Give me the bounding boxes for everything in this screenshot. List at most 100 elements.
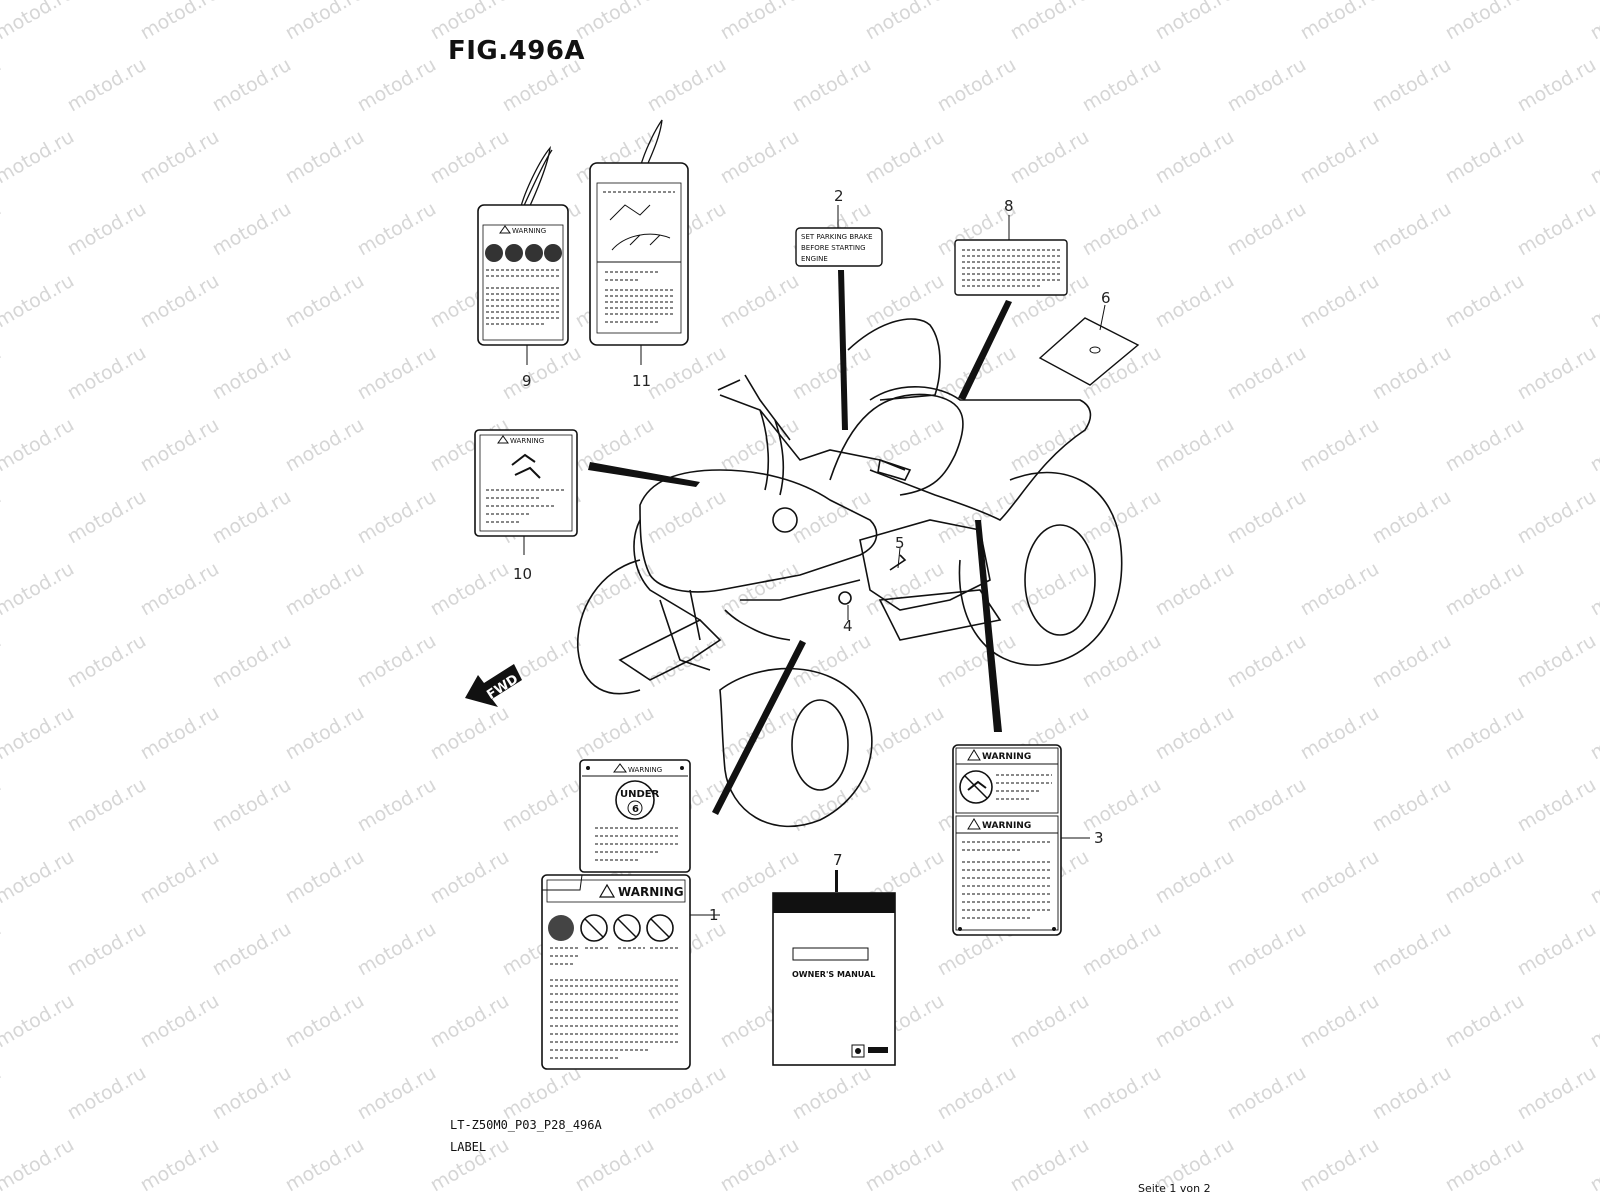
watermark-text: motod.ru [209,198,295,261]
watermark-text: motod.ru [1587,126,1600,189]
watermark-text: motod.ru [0,54,5,117]
watermark-text: motod.ru [1152,702,1238,765]
watermark-text: motod.ru [789,54,875,117]
watermark-text: motod.ru [789,774,875,837]
watermark-text: motod.ru [1297,702,1383,765]
watermark-text: motod.ru [1369,630,1455,693]
front-bumper [618,619,722,681]
watermark-text: motod.ru [427,558,513,621]
front-wheel-hub [791,699,849,791]
watermark-text: motod.ru [282,990,368,1053]
callout-1: 1 [709,906,719,924]
watermark-text: motod.ru [572,1134,658,1197]
watermark-text: motod.ru [1514,1062,1600,1125]
watermark-text: motod.ru [1007,558,1093,621]
watermark-text: motod.ru [1514,54,1600,117]
callout-6: 6 [1101,289,1111,307]
watermark-text: motod.ru [1514,486,1600,549]
callout-8: 8 [1004,197,1014,215]
watermark-text: motod.ru [1152,990,1238,1053]
label-9-warning: WARNING [512,227,546,235]
watermark-text: motod.ru [1442,702,1528,765]
watermark-text: motod.ru [137,414,223,477]
watermark-text: motod.ru [282,270,368,333]
watermark-text: motod.ru [1079,774,1165,837]
callout-7: 7 [833,851,843,869]
watermark-text: motod.ru [354,342,440,405]
watermark-text: motod.ru [1152,270,1238,333]
watermark-text: motod.ru [717,414,803,477]
watermark-text: motod.ru [137,270,223,333]
handlebar-grip-right [877,458,912,481]
watermark-text: motod.ru [0,126,78,189]
watermark-text: motod.ru [1297,270,1383,333]
watermark-text: motod.ru [354,486,440,549]
watermark-text: motod.ru [717,1134,803,1197]
watermark-text: motod.ru [1442,558,1528,621]
watermark-text: motod.ru [862,414,948,477]
rear-fender [869,386,1092,521]
parking-line-1: SET PARKING BRAKE [801,233,873,241]
watermark-text: motod.ru [499,342,585,405]
watermark-text: motod.ru [1514,342,1600,405]
watermark-text: motod.ru [282,1134,368,1197]
watermark-text: motod.ru [1224,774,1310,837]
watermark-text: motod.ru [282,846,368,909]
watermark-text: motod.ru [137,990,223,1053]
watermark-text: motod.ru [64,54,150,117]
label-8 [954,239,1068,296]
watermark-text: motod.ru [1587,558,1600,621]
watermark-text: motod.ru [1297,414,1383,477]
callout-11: 11 [632,372,651,390]
watermark-text: motod.ru [644,1062,730,1125]
watermark-text: motod.ru [0,774,5,837]
watermark-text: motod.ru [209,54,295,117]
watermark-text: motod.ru [862,270,948,333]
watermark-text: motod.ru [0,1134,78,1197]
watermark-text: motod.ru [862,126,948,189]
watermark-text: motod.ru [0,198,5,261]
watermark-text: motod.ru [1369,918,1455,981]
drawing-code: LT-Z50M0_P03_P28_496A [450,1118,602,1132]
label-1-warning-top: WARNING [628,766,662,774]
watermark-text: motod.ru [1369,486,1455,549]
watermark-text: motod.ru [1442,414,1528,477]
watermark-text: motod.ru [934,630,1020,693]
watermark-text: motod.ru [1514,918,1600,981]
leader-7 [835,870,838,892]
front-fender [639,469,878,593]
watermark-text: motod.ru [1442,126,1528,189]
watermark-text: motod.ru [0,0,78,44]
watermark-text: motod.ru [0,990,78,1053]
watermark-text: motod.ru [209,486,295,549]
watermark-text: motod.ru [1297,126,1383,189]
watermark-text: motod.ru [1442,1134,1528,1197]
watermark-text: motod.ru [1152,126,1238,189]
watermark-text: motod.ru [0,918,5,981]
watermark-text: motod.ru [1224,198,1310,261]
label-6 [1038,317,1140,386]
watermark-text: motod.ru [282,558,368,621]
watermark-text: motod.ru [862,702,948,765]
watermark-text: motod.ru [717,270,803,333]
watermark-text: motod.ru [1224,54,1310,117]
watermark-text: motod.ru [499,774,585,837]
watermark-text: motod.ru [282,0,368,44]
watermark-text: motod.ru [0,558,78,621]
watermark-text: motod.ru [1369,774,1455,837]
watermark-text: motod.ru [1442,0,1528,44]
watermark-text: motod.ru [209,918,295,981]
watermark-text: motod.ru [717,0,803,44]
callout-3: 3 [1094,829,1104,847]
watermark-text: motod.ru [137,558,223,621]
watermark-text: motod.ru [1587,702,1600,765]
watermark-text: motod.ru [354,198,440,261]
label-1: WARNING UNDER 6 WARNING [541,759,691,1070]
watermark-text: motod.ru [1369,54,1455,117]
leader-10 [588,462,700,487]
watermark-text: motod.ru [1369,342,1455,405]
watermark-text: motod.ru [427,990,513,1053]
watermark-text: motod.ru [137,0,223,44]
watermark-text: motod.ru [1007,0,1093,44]
